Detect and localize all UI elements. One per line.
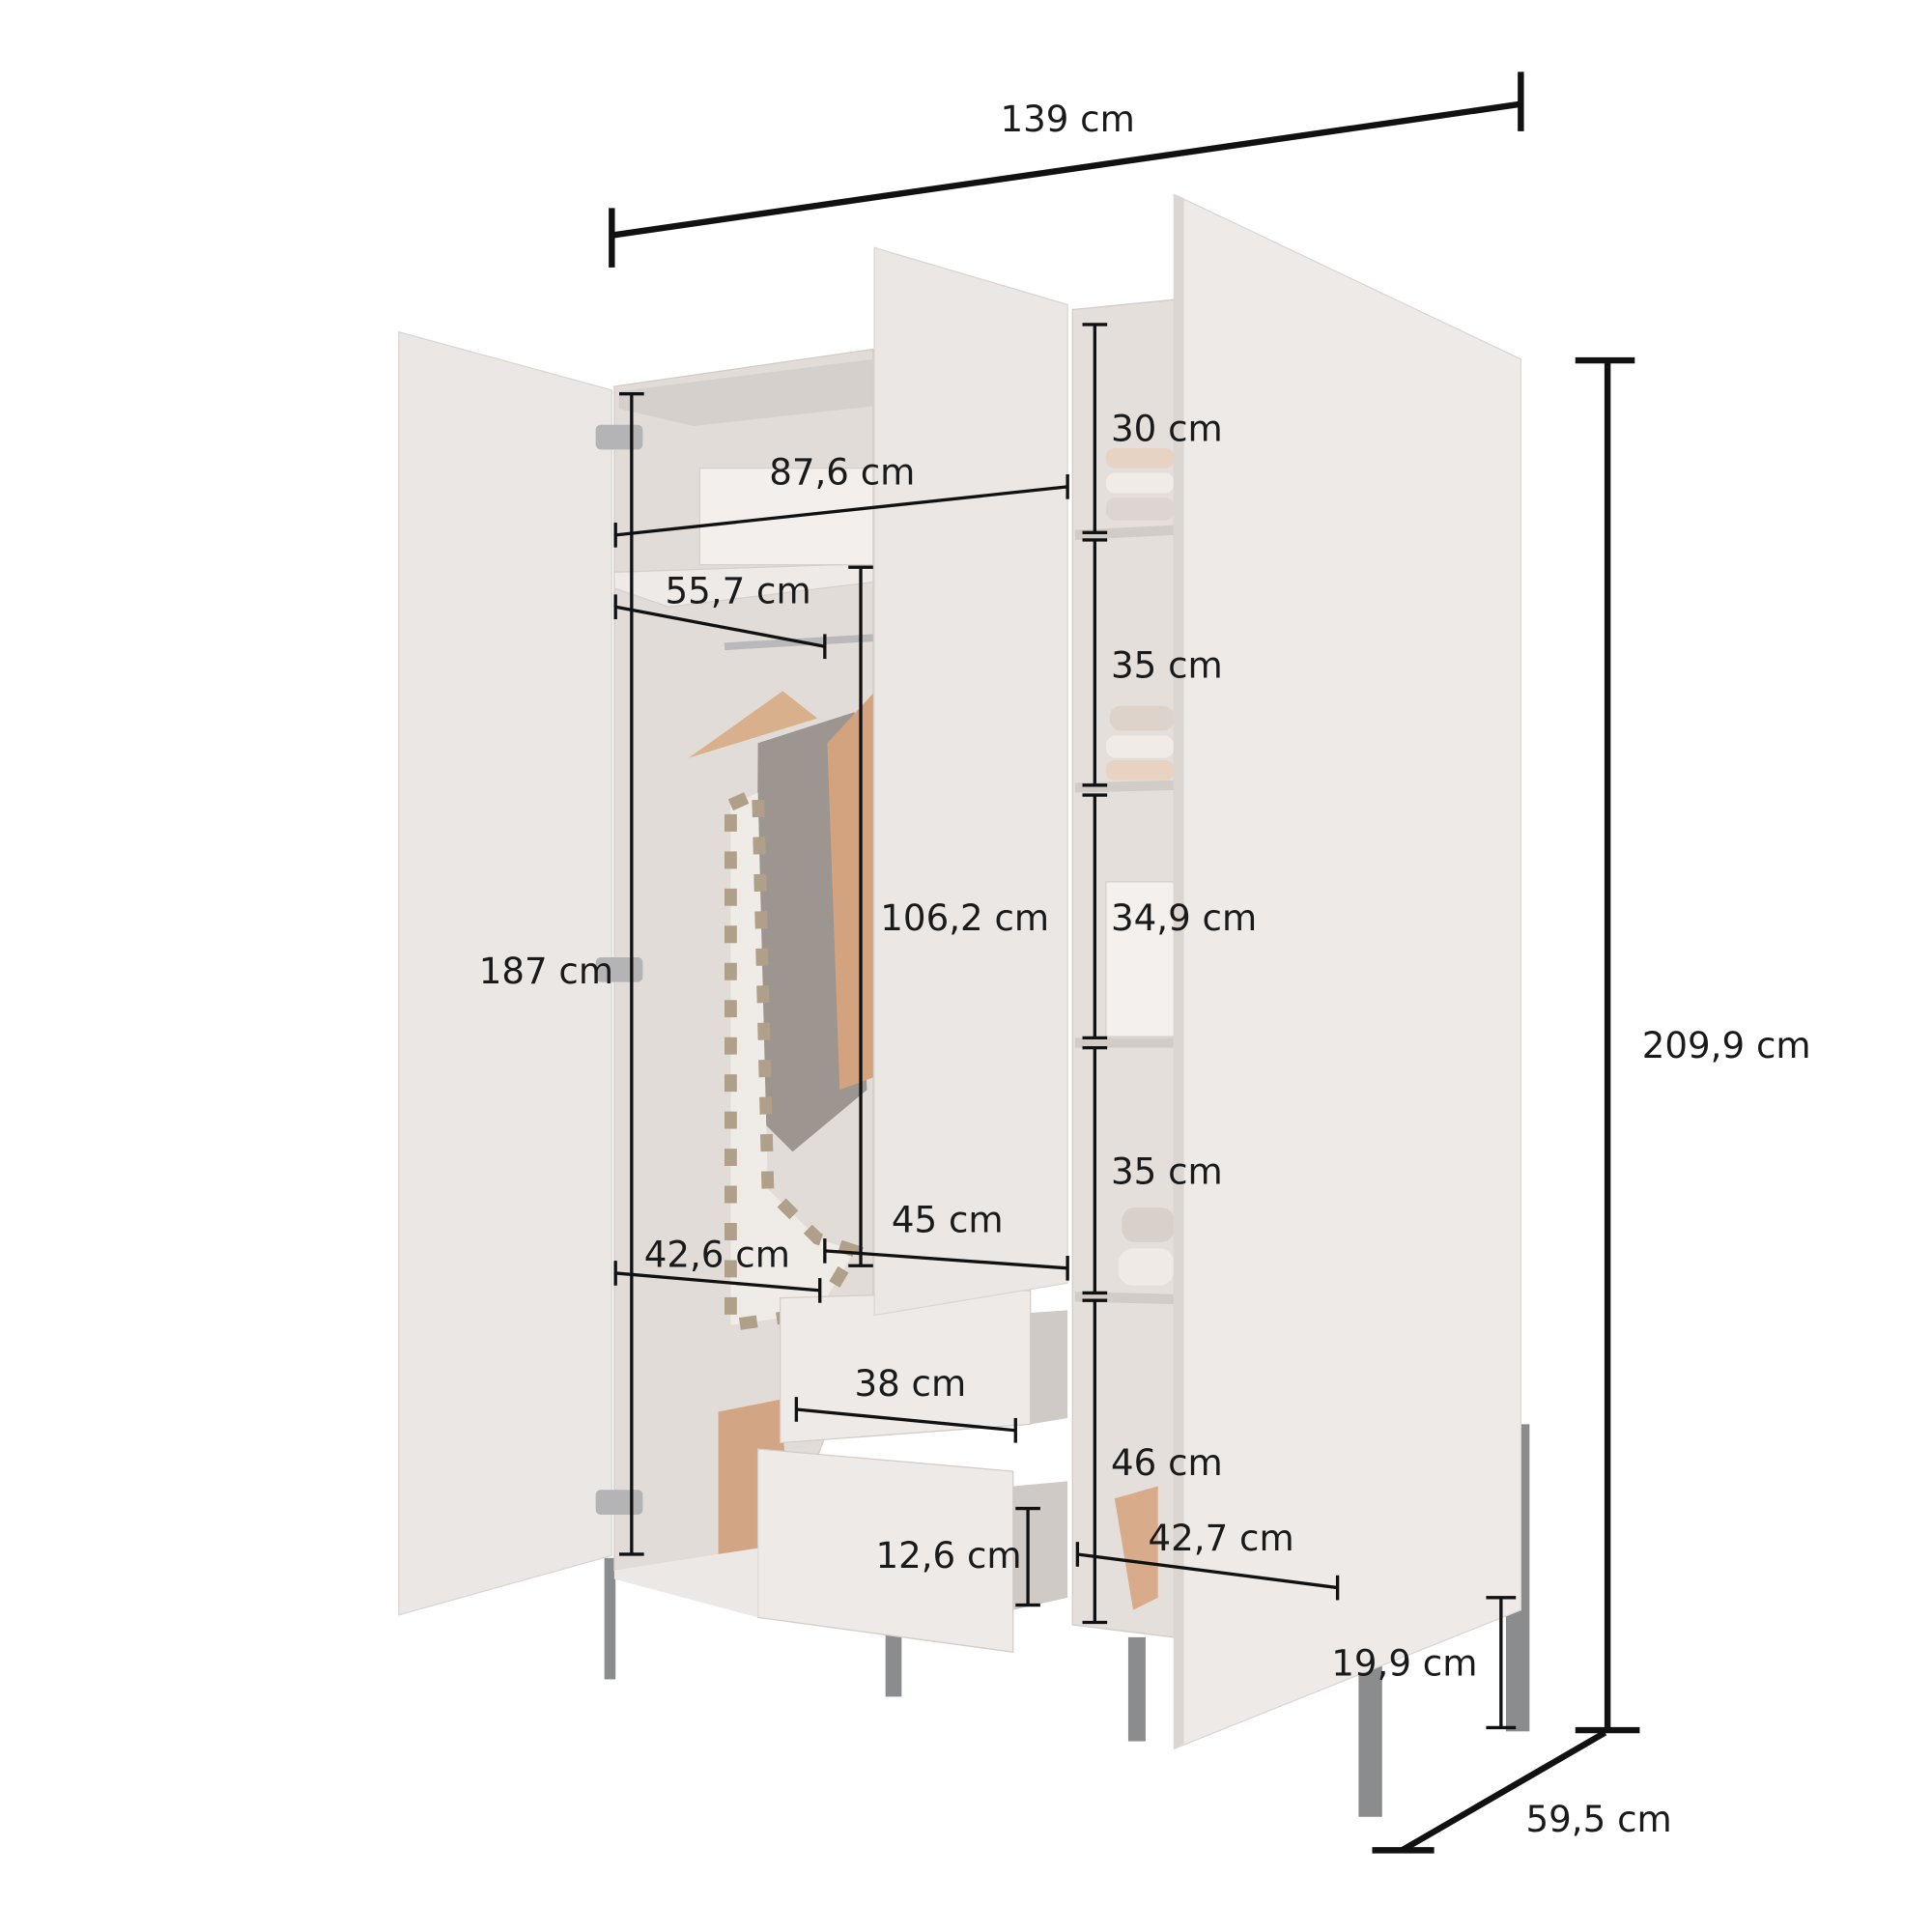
dimension-leg-height: 19,9 cm (1331, 1596, 1517, 1730)
door-middle[interactable] (873, 246, 1068, 1317)
label-left-width: 42,6 cm (644, 1234, 790, 1276)
label-compartment-1: 30 cm (1111, 407, 1223, 449)
door-left[interactable] (398, 330, 612, 1616)
label-drawer-height: 12,6 cm (875, 1534, 1021, 1577)
label-middle-width: 45 cm (892, 1199, 1004, 1241)
door-right[interactable] (1173, 193, 1522, 1750)
label-width-total: 139 cm (1000, 98, 1134, 140)
label-shelf-depth: 55,7 cm (666, 569, 811, 611)
dimension-drawer-width: 38 cm (794, 1362, 1017, 1443)
dimension-hanging-height: 106,2 cm (848, 565, 1049, 1267)
label-hanging-height: 106,2 cm (880, 896, 1049, 939)
label-inner-height: 187 cm (479, 950, 613, 992)
storage-box (1105, 881, 1176, 1037)
dimension-left-width: 42,6 cm (613, 1234, 822, 1303)
label-compartment-5: 46 cm (1111, 1441, 1223, 1484)
label-inner-width-top: 87,6 cm (769, 450, 915, 493)
dimension-drawer-height: 12,6 cm (875, 1506, 1040, 1607)
dimension-height-total: 209,9 cm (1575, 356, 1811, 1734)
label-right-depth: 42,7 cm (1149, 1517, 1294, 1559)
dimension-annotations: 139 cm 87,6 cm 55,7 cm 187 cm 106,2 cm (479, 71, 1811, 1854)
folded-clothes (1105, 448, 1175, 1610)
dimension-shelf-depth: 55,7 cm (613, 569, 827, 660)
leg (1127, 1636, 1146, 1742)
dimension-middle-width: 45 cm (823, 1199, 1069, 1281)
label-depth-total: 59,5 cm (1526, 1798, 1672, 1840)
label-compartment-4: 35 cm (1111, 1151, 1223, 1193)
dimension-right-depth: 42,7 cm (1075, 1517, 1340, 1601)
label-height-total: 209,9 cm (1642, 1024, 1811, 1066)
leg (885, 1632, 902, 1697)
dimension-depth-total: 59,5 cm (1372, 1729, 1672, 1854)
leg (604, 1557, 616, 1680)
dimension-width-total: 139 cm (609, 71, 1524, 268)
dimension-inner-height-left: 187 cm (479, 392, 644, 1556)
dimension-inner-width-top: 87,6 cm (613, 450, 1069, 548)
label-compartment-3: 34,9 cm (1111, 896, 1257, 939)
label-leg-height: 19,9 cm (1331, 1642, 1477, 1685)
label-compartment-2: 35 cm (1111, 643, 1223, 686)
dimension-compartments: 30 cm 35 cm 34,9 cm 35 cm 46 cm (1082, 323, 1257, 1625)
wardrobe-body (613, 298, 1176, 1653)
label-drawer-width: 38 cm (854, 1362, 966, 1405)
shelves-right (1074, 525, 1175, 1304)
